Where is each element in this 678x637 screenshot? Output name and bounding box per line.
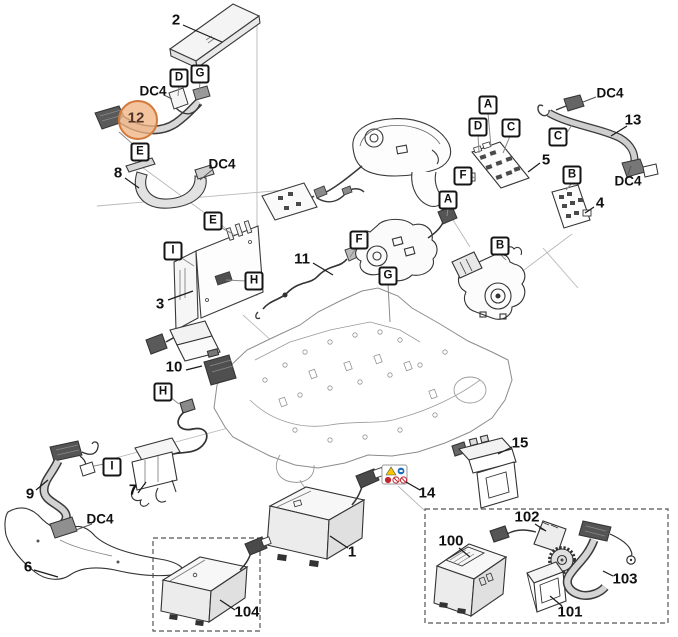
highlight-circle-part-12[interactable] (118, 100, 158, 140)
number-leader-lines (33, 24, 628, 611)
connector-label-F-2: F (453, 166, 473, 186)
connector-label-I-1: I (163, 241, 183, 261)
holder-part-15 (451, 434, 519, 509)
part-callout-13[interactable]: 13 (624, 111, 642, 129)
dc4-label-3: DC4 (596, 85, 624, 101)
battery-box-part-104 (160, 536, 272, 627)
connector-label-A-2: A (478, 95, 498, 115)
dc4-leader-lines (75, 94, 632, 531)
dc4-label-1: DC4 (139, 83, 167, 99)
connector-label-H-1: H (244, 271, 264, 291)
motor-assembly-g (355, 205, 458, 282)
kit-box-104 (152, 536, 272, 632)
connector-label-G-2: G (378, 266, 398, 286)
warning-triangle-icon (385, 466, 397, 476)
part-callout-100[interactable]: 100 (438, 532, 464, 550)
part-callout-8[interactable]: 8 (113, 164, 123, 182)
part-callout-101[interactable]: 101 (557, 603, 583, 621)
connector-label-B-2: B (490, 236, 510, 256)
connector-label-H-2: H (153, 382, 173, 402)
cover-strip-part-2 (168, 3, 261, 69)
connector-label-E-2: E (203, 211, 223, 231)
chassis-body (213, 287, 513, 496)
battery-box-part-1 (266, 466, 385, 568)
part-callout-9[interactable]: 9 (25, 485, 35, 503)
no-ride-icon (392, 476, 400, 484)
part-callout-103[interactable]: 103 (612, 570, 638, 588)
connector-label-F-1: F (349, 230, 369, 250)
connector-label-I-2: I (102, 457, 122, 477)
ribbon-cable-part-9 (39, 440, 99, 539)
part-callout-5[interactable]: 5 (541, 151, 551, 169)
battery-part-100 (433, 543, 508, 618)
part-callout-3[interactable]: 3 (155, 295, 165, 313)
connector-label-A-1: A (438, 190, 458, 210)
circuit-board-part-5 (464, 141, 530, 189)
no-touch-blade-icon (399, 476, 408, 484)
motor-assembly-b (451, 246, 526, 320)
console-assembly (261, 117, 452, 221)
cable-and-bracket-part-7 (130, 398, 208, 507)
connector-label-C-2: C (548, 127, 568, 147)
connector-label-D-2: D (468, 117, 488, 137)
connector-label-E-1: E (130, 142, 150, 162)
part-callout-11[interactable]: 11 (294, 250, 310, 268)
part-callout-7[interactable]: 7 (128, 481, 138, 499)
highlighted-part-callout-12[interactable]: 12 (127, 109, 145, 127)
panel-part-3 (173, 220, 264, 331)
keep-distance-icon (384, 476, 392, 484)
connector-label-B-1: B (562, 165, 582, 185)
connector-label-D-1: D (169, 68, 189, 88)
cable-harness-part-13 (537, 94, 659, 178)
part-callout-102[interactable]: 102 (514, 508, 540, 526)
part-callout-15[interactable]: 15 (511, 434, 529, 452)
part-callout-6[interactable]: 6 (23, 558, 33, 576)
part-callout-1[interactable]: 1 (347, 543, 357, 561)
dc4-label-2: DC4 (208, 156, 236, 172)
part-callout-4[interactable]: 4 (595, 194, 605, 212)
connector-label-C-1: C (501, 118, 521, 138)
part-callout-2[interactable]: 2 (171, 11, 181, 29)
connector-label-G-1: G (190, 64, 210, 84)
dc4-label-4: DC4 (614, 173, 642, 189)
dc4-label-5: DC4 (86, 511, 114, 527)
clamp-part-8 (125, 157, 215, 209)
part-callout-14[interactable]: 14 (418, 484, 436, 502)
kit-box-100-103 (424, 508, 669, 624)
safety-sticker-part-14 (381, 464, 408, 485)
part-callout-10[interactable]: 10 (165, 358, 183, 376)
drive-assembly-part-10 (145, 320, 237, 386)
part-callout-104[interactable]: 104 (234, 603, 260, 621)
circuit-board-part-4 (551, 184, 592, 229)
ribbon-cable-part-103 (562, 520, 636, 600)
